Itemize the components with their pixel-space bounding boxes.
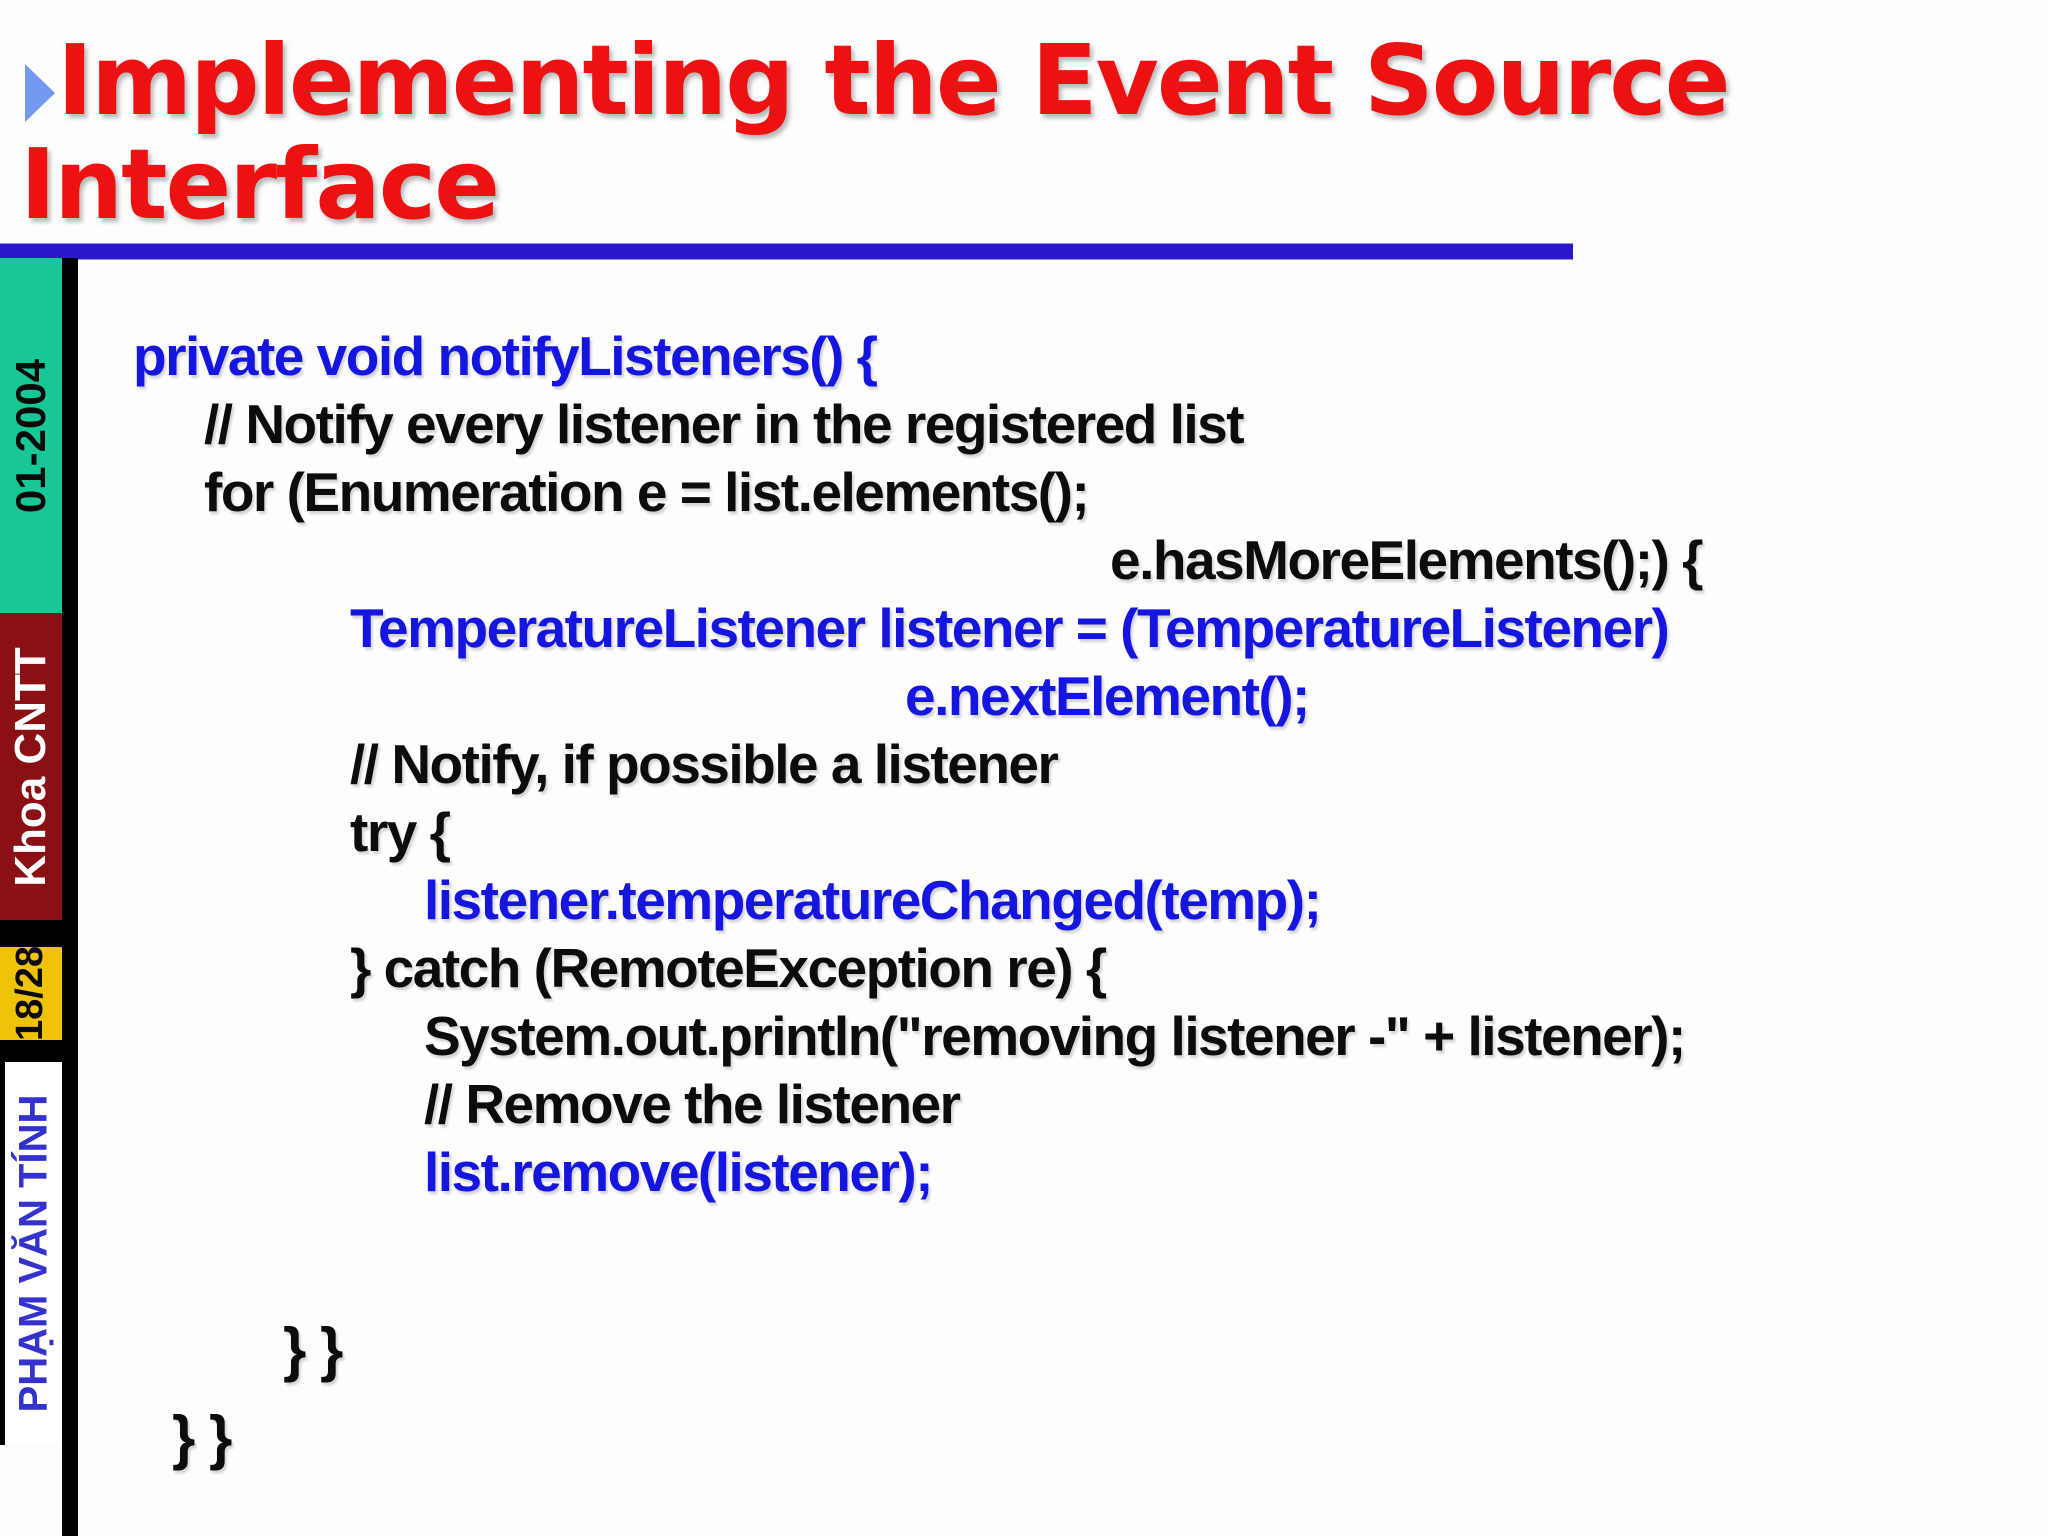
- slide-title-line2: Interface: [20, 128, 500, 241]
- code-block: private void notifyListeners() { // Noti…: [0, 322, 2048, 1482]
- code-line: private void notifyListeners() {: [133, 325, 878, 387]
- title-divider-rule: [0, 243, 1573, 260]
- code-line: System.out.println("removing listener -"…: [424, 1005, 1686, 1067]
- sidebar-page-number-block: 18/28: [0, 947, 62, 1040]
- sidebar-author-block: PHẠM VĂN TÍNH: [0, 1062, 62, 1445]
- sidebar-black-stripe: [62, 258, 78, 1536]
- sidebar-faculty-block: Khoa CNTT: [0, 613, 62, 920]
- code-line: listener.temperatureChanged(temp);: [424, 869, 1322, 931]
- code-line: } }: [172, 1404, 232, 1471]
- code-line: } }: [283, 1316, 343, 1383]
- code-line: TemperatureListener listener = (Temperat…: [350, 597, 1670, 659]
- code-line: // Notify, if possible a listener: [350, 733, 1059, 795]
- code-line: } catch (RemoteException re) {: [350, 937, 1107, 999]
- code-line: e.hasMoreElements();) {: [1110, 529, 1704, 591]
- code-line: // Remove the listener: [424, 1073, 961, 1135]
- slide-title-line1: Implementing the Event Source: [57, 24, 1731, 137]
- title-bullet-arrow-icon: [25, 64, 55, 122]
- code-line: e.nextElement();: [905, 665, 1310, 727]
- sidebar-separator: [0, 1040, 78, 1062]
- sidebar-date-block: 01-2004: [0, 258, 62, 613]
- code-line: // Notify every listener in the register…: [204, 393, 1245, 455]
- code-line: try {: [350, 801, 451, 863]
- code-line: list.remove(listener);: [424, 1141, 934, 1203]
- code-line: for (Enumeration e = list.elements();: [204, 461, 1090, 523]
